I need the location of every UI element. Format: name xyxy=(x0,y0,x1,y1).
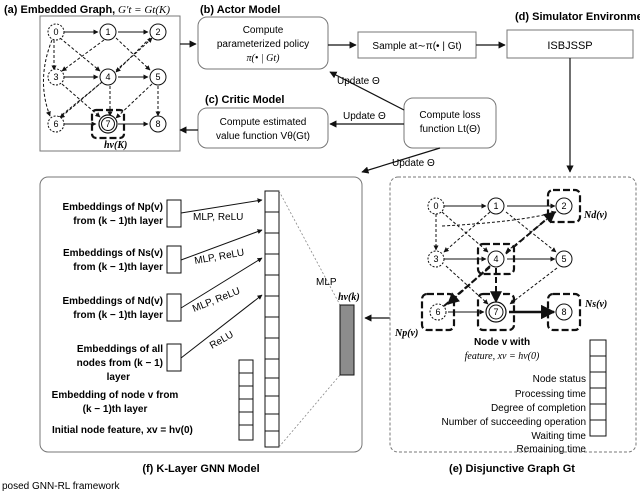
svg-text:Embedding of node v from: Embedding of node v from xyxy=(52,390,179,401)
dg-node-6: 6 xyxy=(435,307,440,317)
gnn-title: (f) K-Layer GNN Model xyxy=(142,463,259,475)
feature-degree-of-completion: Degree of completion xyxy=(491,403,586,414)
svg-text:Compute: Compute xyxy=(243,25,284,36)
eg-node-1: 1 xyxy=(105,27,110,37)
feature-succeeding-ops: Number of succeeding operation xyxy=(441,417,586,428)
embedded-graph-panel: (a) Embedded Graph, G′t = Gt(K) xyxy=(4,4,181,152)
gnn-output-label: hv(k) xyxy=(338,292,360,303)
svg-text:Embeddings of Np(v): Embeddings of Np(v) xyxy=(62,202,163,213)
gnn-concat-vector xyxy=(264,190,280,448)
svg-text:value function Vθ(Gt): value function Vθ(Gt) xyxy=(216,131,310,142)
eg-node-6: 6 xyxy=(53,119,58,129)
svg-text:from (k − 1)th layer: from (k − 1)th layer xyxy=(73,262,163,273)
dg-np-label: Np(v) xyxy=(394,328,418,339)
gnn-mlp-label: MLP xyxy=(316,277,337,288)
isbjssp-label: ISBJSSP xyxy=(547,40,592,52)
dg-node-2: 2 xyxy=(561,201,566,211)
eg-node-0: 0 xyxy=(53,27,58,37)
eg-node-4: 4 xyxy=(105,72,110,82)
flow-arrows xyxy=(179,40,574,322)
embedded-graph-title: (a) Embedded Graph, xyxy=(4,4,115,16)
actor-box xyxy=(197,16,329,70)
gnn-mlp-fan xyxy=(278,190,341,448)
update-label-1: Update Θ xyxy=(337,76,380,87)
feature-remaining-time: Remaining time xyxy=(517,444,587,455)
critic-text: Compute estimated value function Vθ(Gt) xyxy=(216,117,310,142)
sample-text: Sample at∼π(• | Gt) xyxy=(372,41,461,52)
gnn-row-labels: Embeddings of Np(v) from (k − 1)th layer… xyxy=(62,202,163,383)
dg-feature-vector xyxy=(589,339,607,437)
svg-text:(k − 1)th layer: (k − 1)th layer xyxy=(83,404,148,415)
gnn-node-vector xyxy=(238,359,254,441)
gnn-initial-feature: Initial node feature, xv = hv(0) xyxy=(52,425,193,436)
actor-title: (b) Actor Model xyxy=(200,4,280,16)
svg-text:Compute estimated: Compute estimated xyxy=(220,117,307,128)
loss-box xyxy=(403,97,497,149)
eg-node-8: 8 xyxy=(155,119,160,129)
simulator-title: (d) Simulator Environment xyxy=(515,11,640,23)
dg-node-7: 7 xyxy=(493,307,498,317)
embedded-graph-nodes: 0 1 2 3 4 5 6 7 8 xyxy=(47,23,167,134)
svg-text:Embeddings of all: Embeddings of all xyxy=(77,344,163,355)
feature-waiting-time: Waiting time xyxy=(531,431,586,442)
disjunctive-panel: 0 1 2 3 4 5 6 7 8 Nd(v) Ns xyxy=(389,176,637,475)
svg-text:from (k − 1)th layer: from (k − 1)th layer xyxy=(73,216,163,227)
disjunctive-title: (e) Disjunctive Graph Gt xyxy=(449,463,575,475)
eg-node-7: 7 xyxy=(105,119,110,129)
dg-node-3: 3 xyxy=(433,254,438,264)
svg-text:Compute loss: Compute loss xyxy=(419,110,480,121)
update-label-2: Update Θ xyxy=(343,111,386,122)
feature-processing-time: Processing time xyxy=(515,389,587,400)
embedded-graph-formula: G′t = Gt(K) xyxy=(118,4,170,16)
eg-hv-label: hv(K) xyxy=(104,140,127,151)
update-label-3: Update Θ xyxy=(392,158,435,169)
svg-text:feature, xv = hv(0): feature, xv = hv(0) xyxy=(465,351,540,362)
dg-highlight-boxes xyxy=(420,188,582,332)
svg-text:layer: layer xyxy=(107,372,130,383)
gnn-panel: Embeddings of Np(v) from (k − 1)th layer… xyxy=(39,176,363,475)
dg-node-8: 8 xyxy=(561,307,566,317)
dg-ns-label: Ns(v) xyxy=(584,299,607,310)
critic-title: (c) Critic Model xyxy=(205,94,284,106)
svg-text:π(• | Gt): π(• | Gt) xyxy=(247,53,281,64)
gnn-node-v-labels: Embedding of node v from (k − 1)th layer xyxy=(52,390,179,415)
svg-text:from (k − 1)th layer: from (k − 1)th layer xyxy=(73,310,163,321)
dg-node-0: 0 xyxy=(433,201,438,211)
actor-text: Compute parameterized policy π(• | Gt) xyxy=(217,25,309,64)
feature-node-status: Node status xyxy=(533,374,586,385)
dg-node-v-text: Node v with feature, xv = hv(0) xyxy=(465,337,540,362)
svg-text:Embeddings of Ns(v): Embeddings of Ns(v) xyxy=(63,248,163,259)
eg-node-3: 3 xyxy=(53,72,58,82)
critic-box xyxy=(197,107,329,149)
eg-highlight-box xyxy=(90,108,126,140)
embedded-graph-solid-edges xyxy=(64,29,149,127)
svg-text:Node v with: Node v with xyxy=(474,337,530,348)
svg-text:MLP, ReLU: MLP, ReLU xyxy=(193,212,243,223)
loss-text: Compute loss function Lt(Θ) xyxy=(419,110,480,135)
eg-node-2: 2 xyxy=(155,27,160,37)
dg-nodes: 0 1 2 3 4 5 6 7 8 xyxy=(427,197,573,323)
gnn-op-arrows xyxy=(180,198,263,359)
dg-node-1: 1 xyxy=(493,201,498,211)
dg-nd-label: Nd(v) xyxy=(583,210,607,221)
svg-text:Embeddings of Nd(v): Embeddings of Nd(v) xyxy=(62,296,163,307)
svg-text:function Lt(Θ): function Lt(Θ) xyxy=(420,124,481,135)
gnn-frame xyxy=(39,176,363,453)
dg-feature-labels: Node status Processing time Degree of co… xyxy=(441,374,586,455)
svg-text:parameterized policy: parameterized policy xyxy=(217,39,309,50)
figure-caption: posed GNN-RL framework xyxy=(2,481,120,491)
dg-node-4: 4 xyxy=(493,254,498,264)
isbjssp-box xyxy=(506,29,634,59)
embedded-graph-dashed-edges xyxy=(42,37,161,119)
gnn-output-vector xyxy=(339,304,355,376)
dg-node-5: 5 xyxy=(561,254,566,264)
eg-node-5: 5 xyxy=(155,72,160,82)
svg-text:nodes from (k − 1): nodes from (k − 1) xyxy=(77,358,163,369)
sample-box xyxy=(357,31,477,59)
